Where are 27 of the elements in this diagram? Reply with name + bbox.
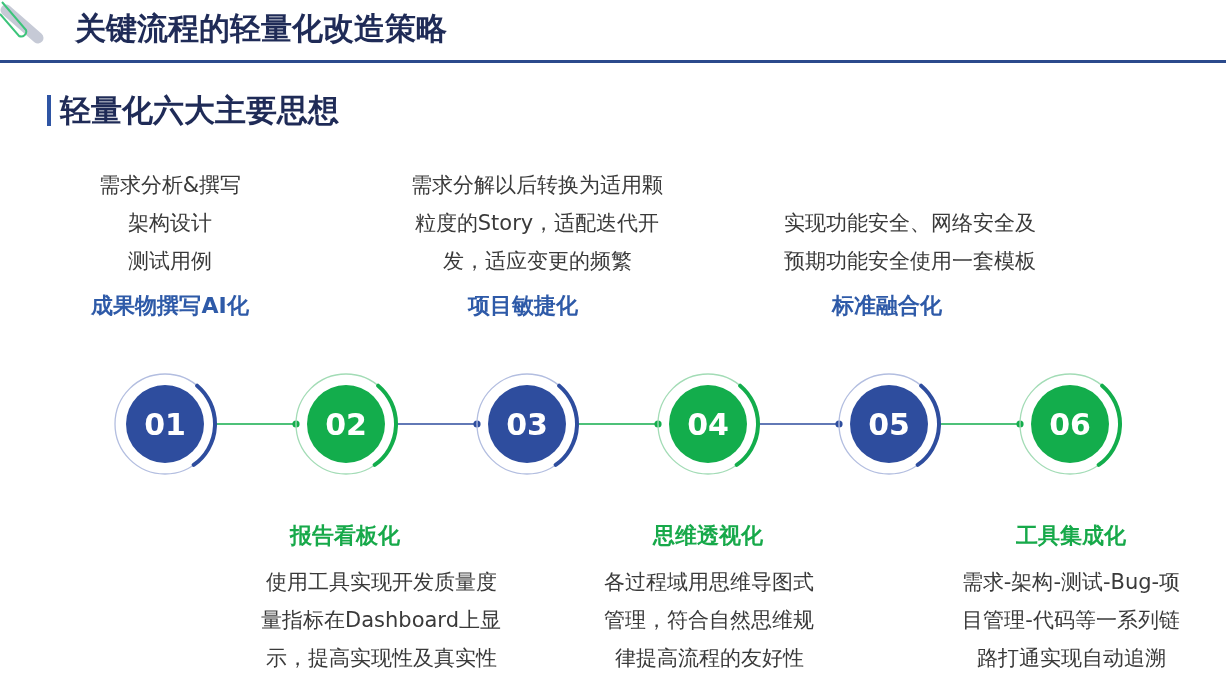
step-circle: 03 — [475, 372, 579, 476]
step-circle: 04 — [656, 372, 760, 476]
connector-line — [576, 420, 662, 428]
step-circle: 02 — [294, 372, 398, 476]
step-circle: 06 — [1018, 372, 1122, 476]
step-heading: 项目敏捷化 — [468, 292, 578, 320]
step-description: 实现功能安全、网络安全及预期功能安全使用一套模板 — [783, 210, 1037, 275]
step-heading: 标准融合化 — [832, 292, 942, 320]
connector-line — [938, 420, 1024, 428]
step-heading: 报告看板化 — [290, 522, 400, 550]
step-heading: 成果物撰写AI化 — [91, 292, 249, 320]
step-circle: 01 — [113, 372, 217, 476]
connector-line — [395, 420, 481, 428]
step-description: 测试用例 — [128, 248, 212, 275]
step-description: 需求分解以后转换为适用颗粒度的Story，适配迭代开发，适应变更的频繁 — [410, 172, 664, 275]
step-heading: 工具集成化 — [1016, 522, 1126, 550]
step-circle: 05 — [837, 372, 941, 476]
step-description: 架构设计 — [128, 210, 212, 237]
step-description: 使用工具实现开发质量度量指标在Dashboard上显示，提高实现性及真实性 — [261, 569, 501, 672]
page-title: 关键流程的轻量化改造策略 — [75, 9, 447, 47]
section-heading: 轻量化六大主要思想 — [60, 91, 339, 129]
step-description: 需求-架构-测试-Bug-项目管理-代码等一系列链路打通实现自动追溯 — [960, 569, 1182, 672]
connector-line — [214, 420, 300, 428]
step-heading: 思维透视化 — [653, 522, 763, 550]
step-description: 各过程域用思维导图式管理，符合自然思维规律提高流程的友好性 — [603, 569, 815, 672]
step-description: 需求分析&撰写 — [98, 172, 242, 199]
connector-line — [757, 420, 843, 428]
